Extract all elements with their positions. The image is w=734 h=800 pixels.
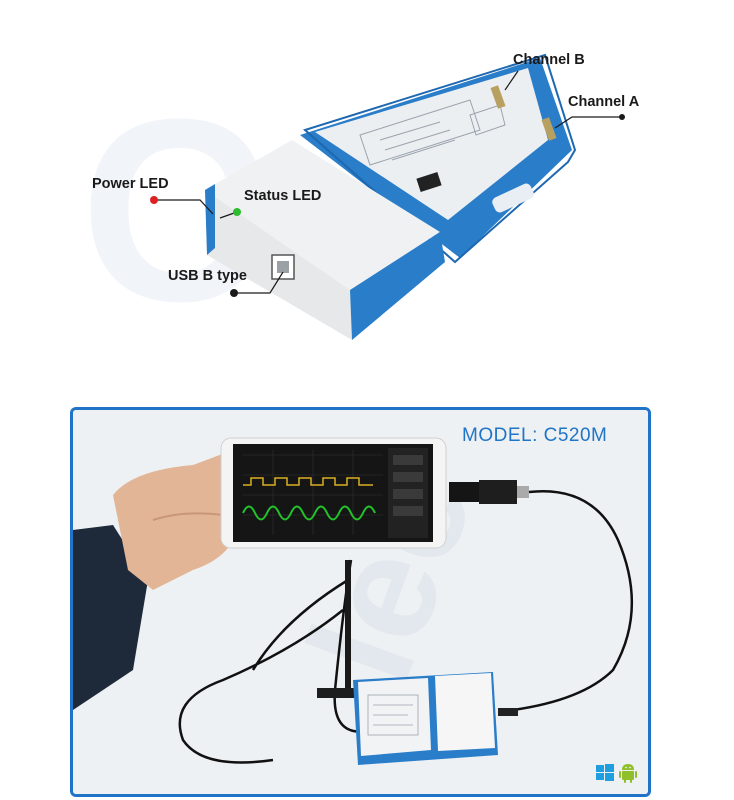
- usage-photo-panel: lee: [70, 407, 651, 797]
- usb-b-type-dot: [230, 289, 238, 297]
- status-led-dot: [233, 208, 241, 216]
- status-led-label: Status LED: [244, 188, 322, 204]
- device-illustration: C: [80, 53, 625, 356]
- power-led-dot: [150, 196, 158, 204]
- model-label: MODEL: C520M: [462, 425, 608, 446]
- channel-a-label: Channel A: [568, 94, 640, 110]
- usb-b-type-label: USB B type: [168, 268, 247, 284]
- android-logo-icon: [619, 764, 637, 783]
- windows-logo-icon: [596, 764, 614, 781]
- usage-photo: lee: [73, 410, 648, 794]
- channel-b-label: Channel B: [513, 52, 585, 68]
- power-led-label: Power LED: [92, 176, 169, 192]
